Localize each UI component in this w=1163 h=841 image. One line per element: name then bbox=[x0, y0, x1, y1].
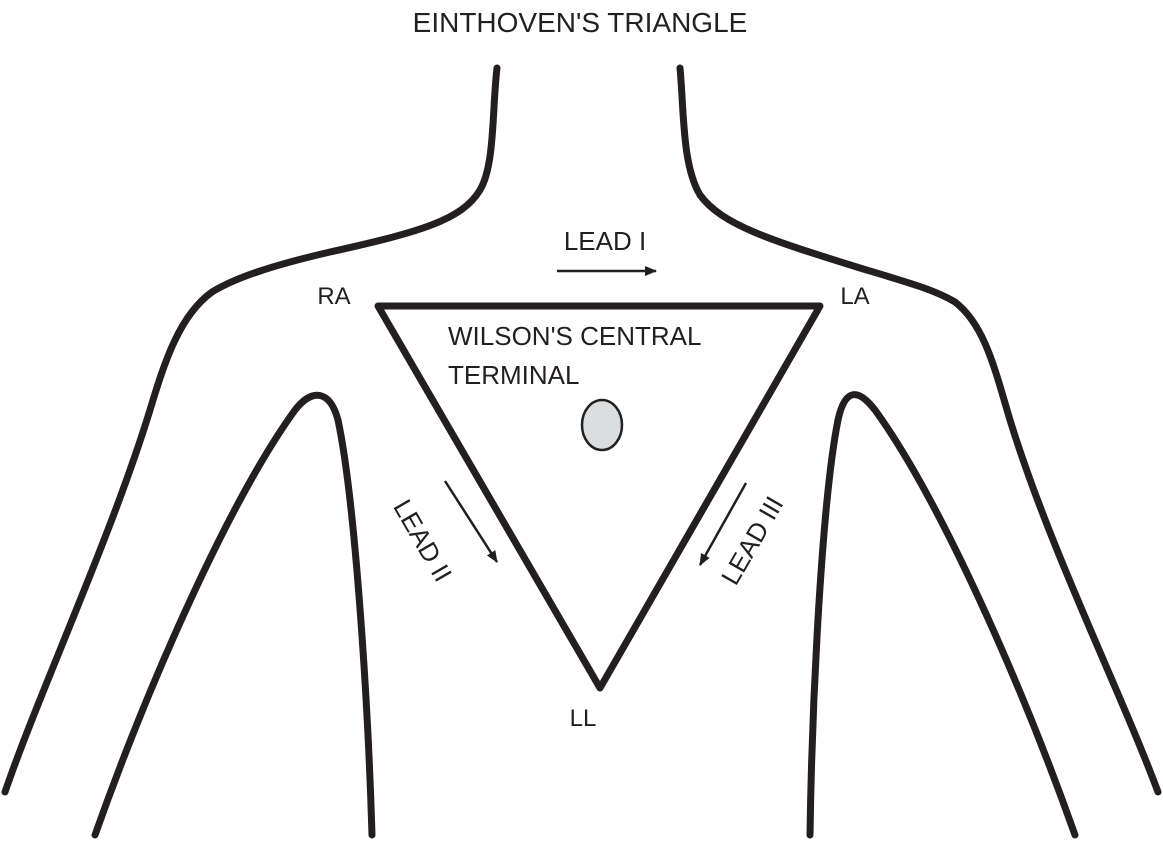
electrode-label-ra: RA bbox=[317, 283, 350, 310]
lead-2-label: LEAD II bbox=[387, 494, 458, 587]
left-arm-inner bbox=[91, 391, 376, 839]
lead-1-label: LEAD I bbox=[564, 226, 646, 256]
lead-3-label: LEAD III bbox=[715, 491, 789, 590]
diagram-title: EINTHOVEN'S TRIANGLE bbox=[413, 7, 748, 38]
terminal-label-line1: WILSON'S CENTRAL bbox=[448, 321, 701, 351]
lead-3-arrow bbox=[698, 482, 748, 566]
central-terminal-marker bbox=[580, 398, 624, 452]
body-outline-right bbox=[676, 64, 1162, 796]
right-arm-inner bbox=[806, 391, 1079, 839]
electrode-label-ll: LL bbox=[570, 705, 597, 732]
terminal-label-line2: TERMINAL bbox=[448, 360, 579, 390]
electrode-label-la: LA bbox=[840, 283, 869, 310]
einthoven-triangle bbox=[374, 302, 824, 692]
body-outline-left bbox=[1, 64, 501, 796]
lead-2-arrow bbox=[443, 480, 499, 563]
